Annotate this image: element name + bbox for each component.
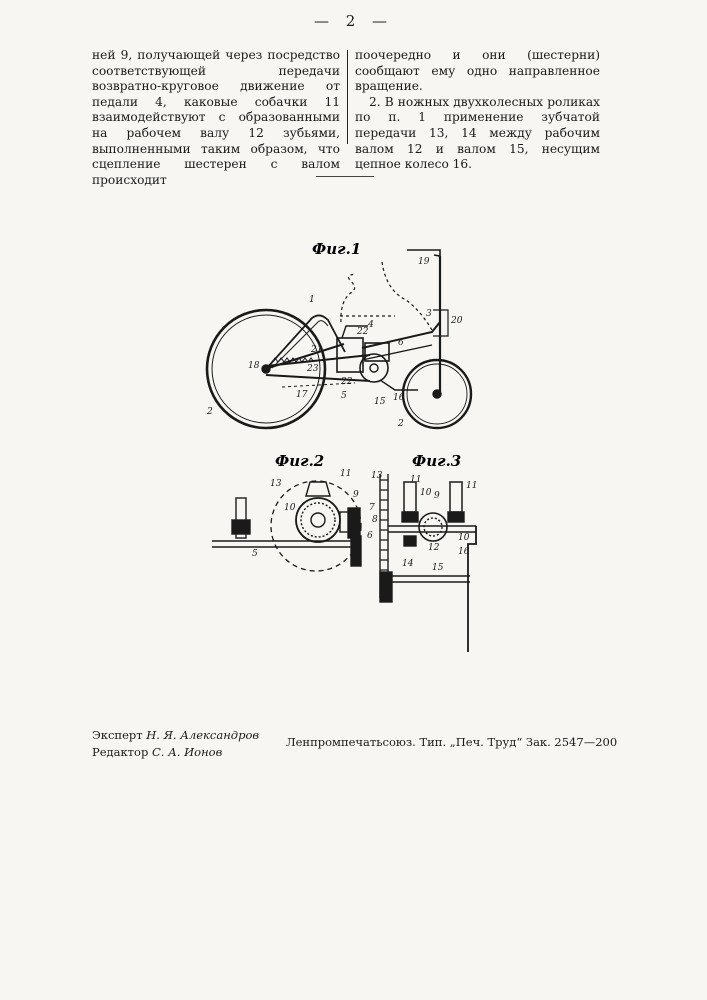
svg-text:14: 14 (402, 559, 414, 569)
svg-text:18: 18 (248, 361, 260, 371)
figure-3-label: Фиг.3 (412, 452, 461, 470)
svg-text:13: 13 (371, 471, 383, 481)
svg-text:20: 20 (450, 316, 463, 326)
svg-text:2: 2 (397, 419, 404, 429)
svg-text:15: 15 (374, 397, 386, 407)
svg-text:21: 21 (310, 345, 322, 355)
svg-text:11: 11 (410, 475, 421, 485)
svg-text:8: 8 (372, 515, 378, 525)
figure-1-label: Фиг.1 (312, 240, 361, 258)
svg-text:7: 7 (369, 503, 375, 513)
figure-2-drawing (212, 481, 361, 571)
figure-1-drawing (207, 250, 471, 428)
svg-text:17: 17 (296, 390, 308, 400)
footer-credits: Эксперт Н. Я. Александров Редактор С. А.… (92, 727, 259, 761)
svg-text:15: 15 (432, 563, 444, 573)
svg-text:9: 9 (353, 490, 359, 500)
editor-name: С. А. Ионов (152, 745, 222, 759)
svg-text:2: 2 (206, 407, 213, 417)
svg-text:6: 6 (367, 531, 373, 541)
svg-text:10: 10 (284, 503, 296, 513)
svg-text:22: 22 (340, 377, 353, 387)
svg-text:11: 11 (340, 469, 351, 479)
svg-text:10: 10 (458, 533, 470, 543)
svg-text:23: 23 (306, 364, 319, 374)
svg-text:5: 5 (252, 549, 258, 559)
expert-name: Н. Я. Александров (146, 728, 259, 742)
svg-text:5: 5 (341, 391, 347, 401)
figure-1-callouts: 19 1 3 20 4 22 6 21 18 23 22 5 15 16 17 … (206, 257, 463, 429)
svg-text:16: 16 (393, 393, 405, 403)
svg-text:10: 10 (420, 488, 432, 498)
svg-text:6: 6 (398, 338, 404, 348)
svg-text:1: 1 (309, 295, 315, 305)
svg-text:12: 12 (428, 543, 440, 553)
figure-2-label: Фиг.2 (275, 452, 324, 470)
expert-line: Эксперт Н. Я. Александров (92, 727, 259, 744)
editor-line: Редактор С. А. Ионов (92, 744, 259, 761)
svg-text:22: 22 (356, 327, 369, 337)
svg-text:3: 3 (426, 309, 432, 319)
svg-text:9: 9 (434, 491, 440, 501)
expert-label: Эксперт (92, 728, 143, 742)
svg-text:11: 11 (466, 481, 477, 491)
svg-text:16: 16 (458, 547, 470, 557)
svg-text:13: 13 (270, 479, 282, 489)
figure-3-drawing (380, 474, 476, 652)
svg-text:19: 19 (418, 257, 430, 267)
editor-label: Редактор (92, 745, 148, 759)
printer-imprint: Ленпромпечатьсоюз. Тип. „Печ. Труд“ Зак.… (286, 735, 617, 749)
